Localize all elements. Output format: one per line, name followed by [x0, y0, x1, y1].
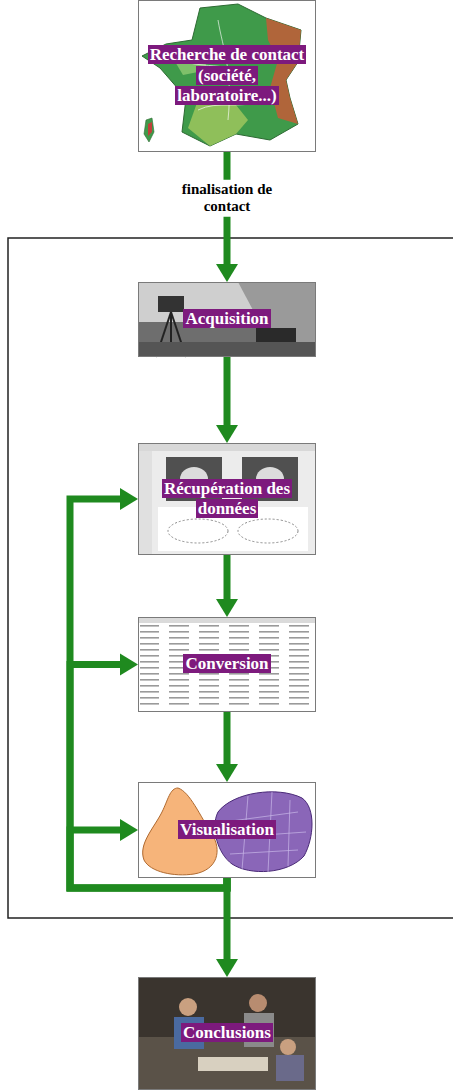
flow-arrow — [216, 878, 238, 977]
node-label: Acquisition — [183, 309, 270, 329]
flow-arrow — [216, 357, 238, 443]
acquisition-photo — [138, 282, 316, 357]
process-frame — [8, 238, 453, 918]
flow-arrow — [216, 555, 238, 617]
data-listing — [138, 617, 316, 712]
flow-arrow — [216, 152, 238, 282]
process-box: Récupération des données — [138, 443, 316, 555]
flow-arrow — [216, 712, 238, 782]
group-photo — [138, 977, 316, 1090]
contact-box: Recherche de contact (société, laboratoi… — [138, 0, 316, 152]
node-text: Conversion — [183, 654, 270, 673]
node-text: Recherche de contact (société, laboratoi… — [148, 45, 307, 105]
node-label: Récupération des données — [147, 479, 307, 520]
process-box: Conversion — [138, 617, 316, 712]
flow-arrow — [70, 654, 227, 889]
result-box: Conclusions — [138, 977, 316, 1090]
process-box: Acquisition — [138, 282, 316, 357]
3d-shapes — [138, 782, 316, 878]
node-text: Acquisition — [183, 309, 270, 328]
node-text: Conclusions — [181, 1023, 273, 1042]
node-label: Conclusions — [181, 1023, 273, 1043]
node-label: Conversion — [183, 654, 270, 674]
node-label: Visualisation — [178, 820, 276, 840]
edge-label: finalisation de contact — [169, 180, 285, 217]
process-box: Visualisation — [138, 782, 316, 878]
france-map — [138, 0, 316, 152]
node-text: Visualisation — [178, 820, 276, 839]
node-label: Recherche de contact (société, laboratoi… — [147, 45, 307, 106]
node-text: Récupération des données — [162, 479, 292, 518]
software-screenshot — [138, 443, 316, 555]
